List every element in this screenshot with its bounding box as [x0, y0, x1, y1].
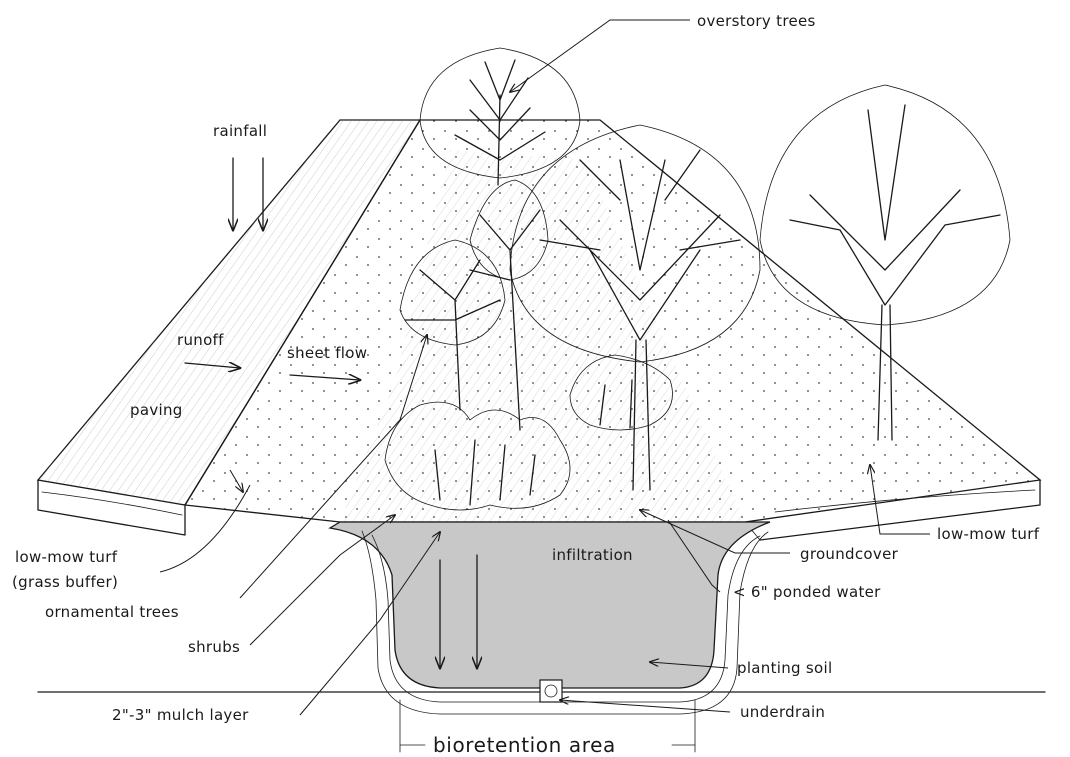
label-mulch-layer: 2"-3" mulch layer — [112, 706, 249, 724]
label-bioretention-area: bioretention area — [433, 733, 616, 757]
label-low-mow-turf-right: low-mow turf — [937, 525, 1040, 543]
label-paving: paving — [130, 401, 183, 419]
label-sheet-flow: sheet flow — [287, 344, 367, 362]
label-low-mow-turf-left: low-mow turf — [15, 548, 118, 566]
label-overstory-trees: overstory trees — [697, 12, 816, 30]
underdrain-pipe — [540, 680, 562, 702]
label-planting-soil: planting soil — [737, 659, 832, 677]
label-rainfall: rainfall — [213, 122, 267, 140]
label-underdrain: underdrain — [740, 703, 825, 721]
label-groundcover: groundcover — [800, 545, 899, 563]
label-runoff: runoff — [177, 331, 224, 349]
label-shrubs: shrubs — [188, 638, 240, 656]
label-infiltration: infiltration — [552, 546, 633, 564]
label-ornamental-trees: ornamental trees — [45, 603, 179, 621]
label-ponded-water: < 6" ponded water — [733, 583, 881, 601]
label-grass-buffer: (grass buffer) — [12, 573, 118, 591]
